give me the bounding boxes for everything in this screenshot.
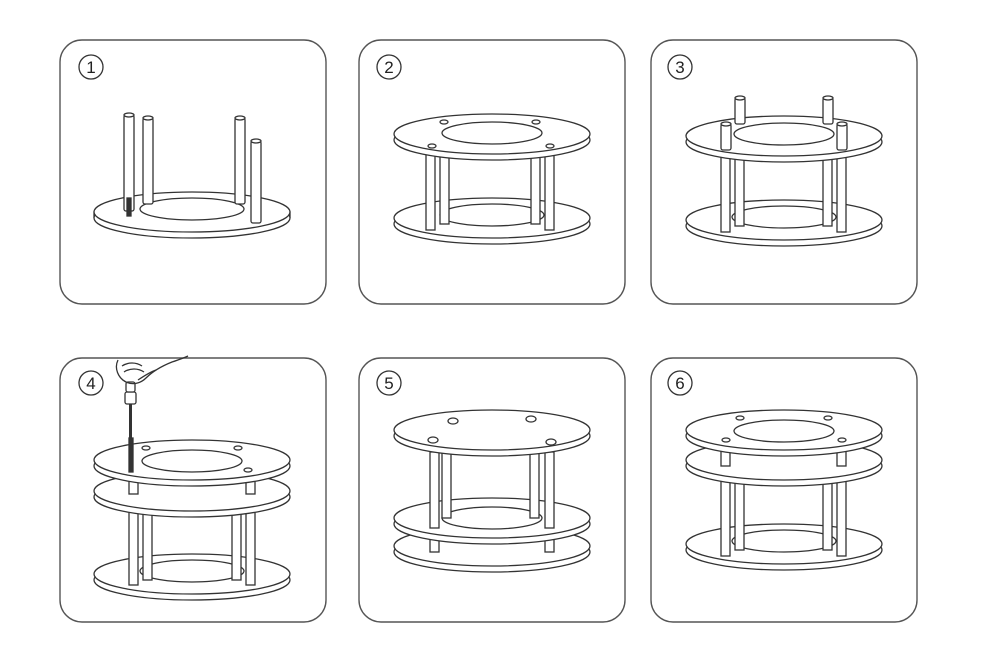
step-panel-1: 1	[59, 39, 327, 305]
step-number-1: 1	[86, 58, 95, 77]
step-badge-3: 3	[667, 54, 693, 80]
step-panel-4: 4	[59, 355, 327, 623]
step-badge-5: 5	[376, 370, 402, 396]
step-panel-5: 5	[358, 357, 626, 623]
step-4-illustration	[93, 355, 291, 601]
step-badge-2: 2	[376, 54, 402, 80]
step-badge-4: 4	[78, 370, 104, 396]
step-number-3: 3	[675, 58, 684, 77]
step-badge-1: 1	[78, 54, 104, 80]
step-3-illustration	[685, 95, 883, 247]
step-panel-2: 2	[358, 39, 626, 305]
step-number-2: 2	[384, 58, 393, 77]
step-number-6: 6	[675, 374, 684, 393]
step-6-illustration	[685, 409, 883, 571]
step-2-illustration	[393, 113, 591, 245]
step-panel-3: 3	[650, 39, 918, 305]
step-badge-6: 6	[667, 370, 693, 396]
step-5-illustration	[393, 409, 591, 573]
step-number-4: 4	[86, 374, 95, 393]
step-number-5: 5	[384, 374, 393, 393]
step-1-illustration	[93, 112, 291, 239]
step-panel-6: 6	[650, 357, 918, 623]
